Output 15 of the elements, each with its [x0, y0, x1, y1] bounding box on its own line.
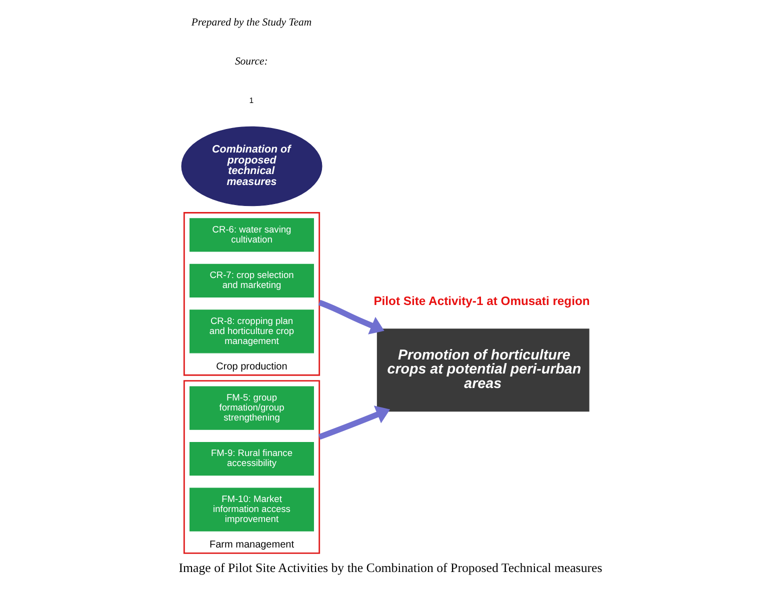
label: Source:	[234, 55, 268, 68]
node-box: Promotion of horticulture crops at potential peri-urban areas	[376, 328, 589, 412]
node-box: FM-10: Market information access improvement	[189, 488, 314, 532]
node-box: FM-5: group formation/group strengthening	[189, 386, 314, 430]
label: 1	[248, 96, 254, 106]
arrow	[318, 406, 390, 440]
label: Pilot Site Activity-1 at Omusati region	[373, 294, 590, 308]
node-box: CR-8: cropping plan and horticulture crop management	[189, 310, 314, 354]
node-ellipse: Combination of proposed technical measures	[180, 126, 322, 206]
label: Prepared by the Study Team	[190, 16, 312, 29]
node-box: FM-9: Rural finance accessibility	[189, 442, 314, 476]
caption: Image of Pilot Site Activities by the Combination of Proposed Technical measures	[178, 561, 602, 576]
node-box: CR-6: water saving cultivation	[189, 218, 314, 252]
node-box: CR-7: crop selection and marketing	[189, 264, 314, 298]
arrow	[318, 300, 384, 334]
